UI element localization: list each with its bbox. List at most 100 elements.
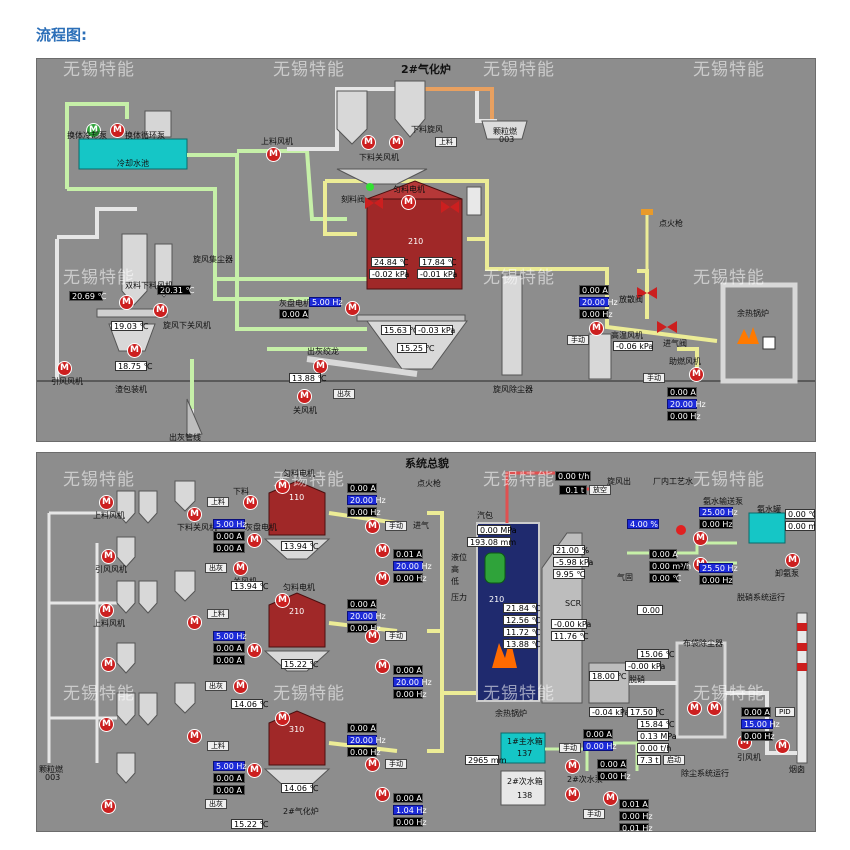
draft-fan-motor[interactable]: M [57,361,72,376]
pump-3-manual-button[interactable]: 手动 [583,809,605,819]
unload-pump-motor[interactable]: M [785,553,800,568]
watermark: 无锡特能 [693,60,765,80]
f3-ash-motor[interactable]: M [247,763,262,778]
circ-pump-motor[interactable]: M [110,123,125,138]
pump-1-manual-button[interactable]: 手动 [559,743,581,753]
f1-fan-feedback: 0.00 Hz [347,507,381,517]
pump-3-motor[interactable]: M [603,791,618,806]
f1-upper-button[interactable]: 上料 [207,497,229,507]
lower-cyclone-motor[interactable]: M [389,135,404,150]
tank-1-number: 137 [517,749,533,758]
upper-fan-motor[interactable]: M [266,147,281,162]
cooling-pump-motor[interactable]: M [86,123,101,138]
close-fan-motor[interactable]: M [297,389,312,404]
ash-motor[interactable]: M [345,301,360,316]
hi-fan-manual-button[interactable]: 手动 [567,335,589,345]
assist-fan-frequency: 20.00 Hz [667,399,706,409]
f1-assist-motor[interactable]: M [375,543,390,558]
assist-fan-manual-button[interactable]: 手动 [643,373,665,383]
f1-assist-feedback: 0.00 Hz [393,573,427,583]
f3-lower-fan-motor[interactable]: M [187,729,202,744]
watermark: 无锡特能 [693,684,765,704]
ammonia-pump-motor[interactable]: M [693,531,708,546]
watermark: 无锡特能 [63,60,135,80]
boiler-temp-2: 12.56 ℃ [503,615,540,625]
f2-draft-motor[interactable]: M [101,657,116,672]
f3-manual-button[interactable]: 手动 [385,759,407,769]
f2-gas-motor[interactable]: M [365,629,380,644]
steam-drain-button[interactable]: 放空 [589,485,611,495]
overview-title: 系统总貌 [405,457,449,470]
f1-close-fan-motor[interactable]: M [233,561,248,576]
watermark: 无锡特能 [483,684,555,704]
pump-2-motor[interactable]: M [565,787,580,802]
f2-temp: 15.22 ℃ [281,659,318,669]
dust-inlet-temp: 15.06 ℃ [637,649,674,659]
f1-mixer-motor[interactable]: M [275,479,290,494]
f1-manual-button[interactable]: 手动 [385,521,407,531]
upper-feed-button[interactable]: 上料 [435,137,457,147]
gasifier-title: 2#气化炉 [401,63,451,76]
f1-boiler-fan-motor[interactable]: M [375,571,390,586]
screw-temp: 13.88 ℃ [289,373,326,383]
dust-valve-2-motor[interactable]: M [707,701,722,716]
cyclone-temp: 19.03 ℃ [111,321,148,331]
cooling-tank-label: 冷却水池 [117,159,149,168]
f3-assist-motor[interactable]: M [375,787,390,802]
f3-ash-button[interactable]: 出灰 [205,799,227,809]
unload-pump-label: 卸氨泵 [775,569,799,578]
f2-upper-button[interactable]: 上料 [207,609,229,619]
f1-gas-motor[interactable]: M [365,519,380,534]
hi-fan-current: 0.00 A [579,285,609,295]
discharge-ash-button[interactable]: 出灰 [333,389,355,399]
pid-button[interactable]: PID [775,707,795,717]
econ-temp-2: 17.50 ℃ [627,707,664,717]
f3-upper-button[interactable]: 上料 [207,741,229,751]
dust-start-button[interactable]: 启动 [663,755,685,765]
pump-1-motor[interactable]: M [565,759,580,774]
f2-number: 210 [289,607,305,616]
f1-ash-button[interactable]: 出灰 [205,563,227,573]
dust-valve-1-motor[interactable]: M [687,701,702,716]
f3-mixer-motor[interactable]: M [275,711,290,726]
f1-draft-motor[interactable]: M [101,549,116,564]
upper-fan-label: 上料风机 [261,137,293,146]
dust-system-label: 除尘系统运行 [681,769,729,778]
f2-ash-motor[interactable]: M [247,643,262,658]
f3-upper-fan-motor[interactable]: M [99,717,114,732]
drop-fan-motor[interactable]: M [119,295,134,310]
mixer-motor[interactable]: M [401,195,416,210]
right-duct-temp: 20.31 ℃ [157,285,194,295]
watermark: 无锡特能 [693,470,765,490]
induced-fan-frequency: 15.00 Hz [741,719,780,729]
system-overview-panel: 系统总貌 无锡特能 无锡特能 无锡特能 无锡特能 无锡特能 无锡特能 无锡特能 … [36,452,816,832]
f1-upper-fan-label: 上料风机 [93,511,125,520]
assist-fan-motor[interactable]: M [689,367,704,382]
ammonia-pump-label: 氨水输送泵 [703,497,743,506]
econ-label: 脱硝 [629,675,645,684]
boiler-temp-3: 11.72 ℃ [503,627,540,637]
f2-lower-fan-motor[interactable]: M [187,615,202,630]
gasifier-2-flow-panel: 2#气化炉 无锡特能 无锡特能 无锡特能 无锡特能 无锡特能 无锡特能 无锡特能… [36,58,816,442]
f2-assist-current: 0.00 A [393,665,423,675]
f1-lower-motor[interactable]: M [243,495,258,510]
lower-valve-motor[interactable]: M [361,135,376,150]
bottom-motor[interactable]: M [127,343,142,358]
f2-manual-button[interactable]: 手动 [385,631,407,641]
ash-screw-motor[interactable]: M [313,359,328,374]
f2-close-fan-motor[interactable]: M [233,679,248,694]
f3-draft-motor[interactable]: M [101,799,116,814]
page-title: 流程图: [36,26,87,44]
f1-upper-fan-motor[interactable]: M [99,495,114,510]
hi-fan-motor[interactable]: M [589,321,604,336]
drop-valve-motor[interactable]: M [153,303,168,318]
f3-gas-motor[interactable]: M [365,757,380,772]
f1-ash-motor[interactable]: M [247,533,262,548]
f2-ash-button[interactable]: 出灰 [205,681,227,691]
f2-assist-motor[interactable]: M [375,659,390,674]
f1-lower-fan-motor[interactable]: M [187,507,202,522]
pump-1-current: 0.00 A [583,729,613,739]
chimney-fan-motor[interactable]: M [775,739,790,754]
f2-upper-fan-motor[interactable]: M [99,603,114,618]
f2-mixer-motor[interactable]: M [275,593,290,608]
